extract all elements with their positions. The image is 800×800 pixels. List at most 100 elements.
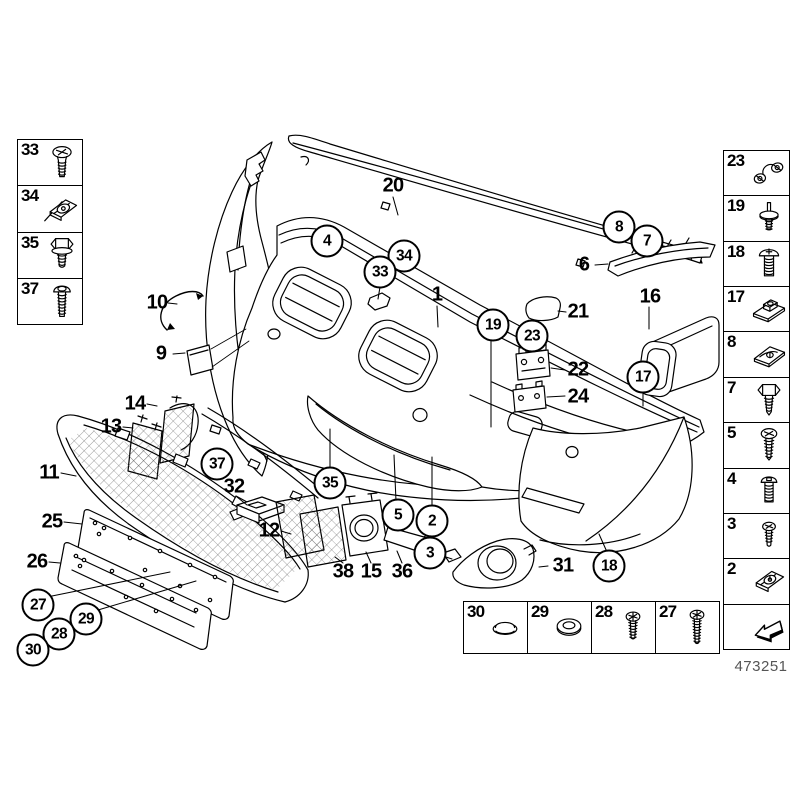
callout-4[interactable]: 4 (310, 224, 344, 258)
legend-item-number: 17 (727, 287, 745, 307)
license-plate-base-26 (57, 542, 212, 650)
callout-18[interactable]: 18 (592, 549, 626, 583)
legend-item-17[interactable]: 17 (724, 286, 789, 331)
legend-item-5[interactable]: 5 (724, 422, 789, 467)
spring-clip-icon (749, 152, 789, 194)
legend-item-19[interactable]: 19 (724, 195, 789, 240)
long-pan-screw-icon (42, 280, 82, 322)
spring-wire-10 (160, 290, 204, 331)
legend-continue[interactable] (724, 603, 789, 649)
legend-item-7[interactable]: 7 (724, 376, 789, 422)
legend-item-number: 19 (727, 196, 745, 216)
legend-item-number: 35 (21, 232, 39, 252)
legend-item-23[interactable]: 23 (724, 151, 789, 195)
flat-spring-clip-icon (749, 334, 789, 376)
callout-30[interactable]: 30 (16, 633, 50, 667)
legend-item-number: 8 (727, 332, 736, 352)
legend-item-37[interactable]: 37 (18, 277, 82, 324)
legend-item-number: 5 (727, 423, 736, 443)
callout-7[interactable]: 7 (630, 224, 664, 258)
legend-item-29[interactable]: 29 (527, 602, 591, 653)
legend-item-number: 4 (727, 468, 736, 488)
license-plate-base-25 (77, 509, 234, 620)
fog-bezel-31 (452, 538, 537, 589)
clip-nut-icon (749, 560, 789, 602)
callout-13[interactable]: 13 (100, 415, 122, 438)
legend-item-number: 37 (21, 278, 39, 298)
legend-item-number: 29 (531, 602, 549, 621)
callout-25[interactable]: 25 (41, 510, 63, 533)
legend-item-4[interactable]: 4 (724, 467, 789, 513)
callout-10[interactable]: 10 (146, 291, 168, 314)
callout-1[interactable]: 1 (431, 283, 443, 306)
callout-32[interactable]: 32 (223, 475, 245, 498)
legend-item-number: 7 (727, 377, 736, 397)
callout-15[interactable]: 15 (360, 560, 382, 583)
hex-screw-icon (749, 379, 789, 421)
callout-26[interactable]: 26 (26, 550, 48, 573)
callout-24[interactable]: 24 (567, 385, 589, 408)
legend-item-28[interactable]: 28 (591, 602, 655, 653)
callout-3[interactable]: 3 (413, 536, 447, 570)
callout-9[interactable]: 9 (155, 342, 167, 365)
legend-item-2[interactable]: 2 (724, 558, 789, 603)
legend-item-18[interactable]: 18 (724, 240, 789, 286)
mesh-cover-38 (299, 506, 347, 568)
legend-item-35[interactable]: 35 (18, 231, 82, 278)
tow-eye-flap-9 (186, 328, 250, 376)
callout-29[interactable]: 29 (69, 602, 103, 636)
callout-16[interactable]: 16 (639, 285, 661, 308)
legend-item-30[interactable]: 30 (464, 602, 527, 653)
callout-20[interactable]: 20 (382, 174, 404, 197)
legend-item-number: 28 (595, 602, 613, 621)
callout-2[interactable]: 2 (415, 504, 449, 538)
callout-38[interactable]: 38 (332, 560, 354, 583)
speed-nut-clip-icon (42, 188, 82, 230)
callout-11[interactable]: 11 (39, 461, 59, 484)
callout-37[interactable]: 37 (200, 447, 234, 481)
fog-lamp-frame-15 (341, 492, 389, 557)
pan-head-screw-icon (42, 142, 82, 184)
pan-screw-icon (749, 424, 789, 466)
legend-item-number: 34 (21, 186, 39, 206)
legend-item-number: 23 (727, 151, 745, 170)
callout-5[interactable]: 5 (381, 498, 415, 532)
callout-23[interactable]: 23 (515, 319, 549, 353)
callout-17[interactable]: 17 (626, 360, 660, 394)
legend-item-number: 3 (727, 513, 736, 533)
legend-item-27[interactable]: 27 (655, 602, 719, 653)
expanding-rivet-icon (749, 198, 789, 240)
trim-strip-20 (287, 134, 704, 268)
legend-item-number: 18 (727, 241, 745, 261)
callout-36[interactable]: 36 (391, 560, 413, 583)
mesh-cover-14 (159, 395, 199, 464)
callout-19[interactable]: 19 (476, 308, 510, 342)
callout-14[interactable]: 14 (124, 392, 146, 415)
legend-item-8[interactable]: 8 (724, 331, 789, 376)
clip-nut-plate-icon (749, 288, 789, 330)
callout-6[interactable]: 6 (578, 253, 590, 276)
cap-icon (485, 607, 525, 649)
callout-12[interactable]: 12 (258, 519, 280, 542)
callout-33[interactable]: 33 (363, 255, 397, 289)
clip-near-3 (442, 548, 462, 563)
callout-21[interactable]: 21 (567, 300, 589, 323)
legend-item-34[interactable]: 34 (18, 185, 82, 231)
fastener-legend-right: 23 19 18 17 8 7 5 4 3 2 (723, 150, 790, 650)
continue-arrow-icon (749, 606, 789, 648)
callout-22[interactable]: 22 (567, 358, 589, 381)
callout-8[interactable]: 8 (602, 210, 636, 244)
legend-item-3[interactable]: 3 (724, 512, 789, 558)
callout-35[interactable]: 35 (313, 466, 347, 500)
callout-31[interactable]: 31 (552, 554, 574, 577)
small-screw-icon (749, 515, 789, 557)
round-head-bolt-icon (749, 243, 789, 285)
callout-27[interactable]: 27 (21, 588, 55, 622)
legend-item-33[interactable]: 33 (18, 140, 82, 185)
bumper-right-corner (518, 416, 693, 554)
lower-grille-11 (56, 414, 309, 603)
